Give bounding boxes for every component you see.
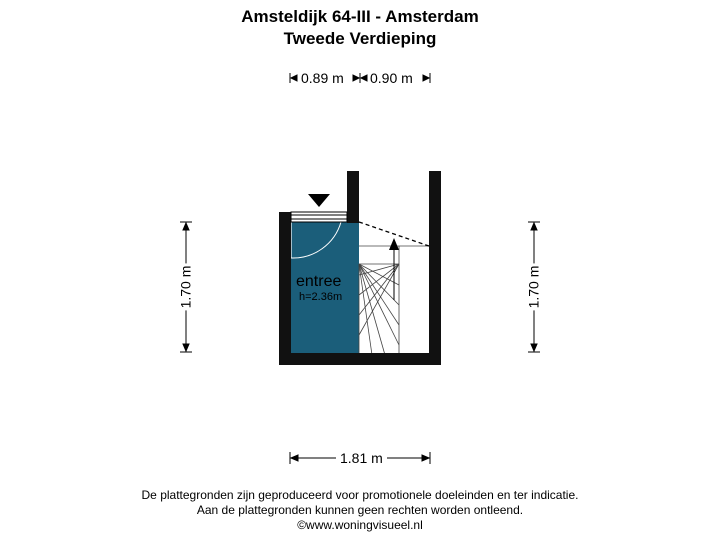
plan-title: Amsteldijk 64-III - Amsterdam [241, 7, 479, 26]
disclaimer-line-1: De plattegronden zijn geproduceerd voor … [141, 488, 579, 502]
bottom-dimension: 1.81 m [336, 450, 387, 466]
entree-room [291, 222, 359, 355]
room-name: entree [296, 273, 342, 290]
window [290, 211, 348, 223]
top-right-dimension: 0.90 m [370, 70, 413, 86]
left-dimension: 1.70 m [177, 263, 194, 311]
plan-subtitle: Tweede Verdieping [283, 29, 437, 48]
right-dimension: 1.70 m [525, 263, 542, 311]
room-height: h=2.36m [299, 291, 343, 303]
staircase [358, 221, 430, 356]
copyright-text: ©www.woningvisueel.nl [297, 518, 423, 532]
walls [279, 171, 441, 365]
top-dimension-line [289, 73, 431, 83]
disclaimer-line-2: Aan de plattegronden kunnen geen rechten… [196, 503, 524, 517]
top-left-dimension: 0.89 m [301, 70, 344, 86]
entrance-arrow-icon [308, 194, 330, 207]
